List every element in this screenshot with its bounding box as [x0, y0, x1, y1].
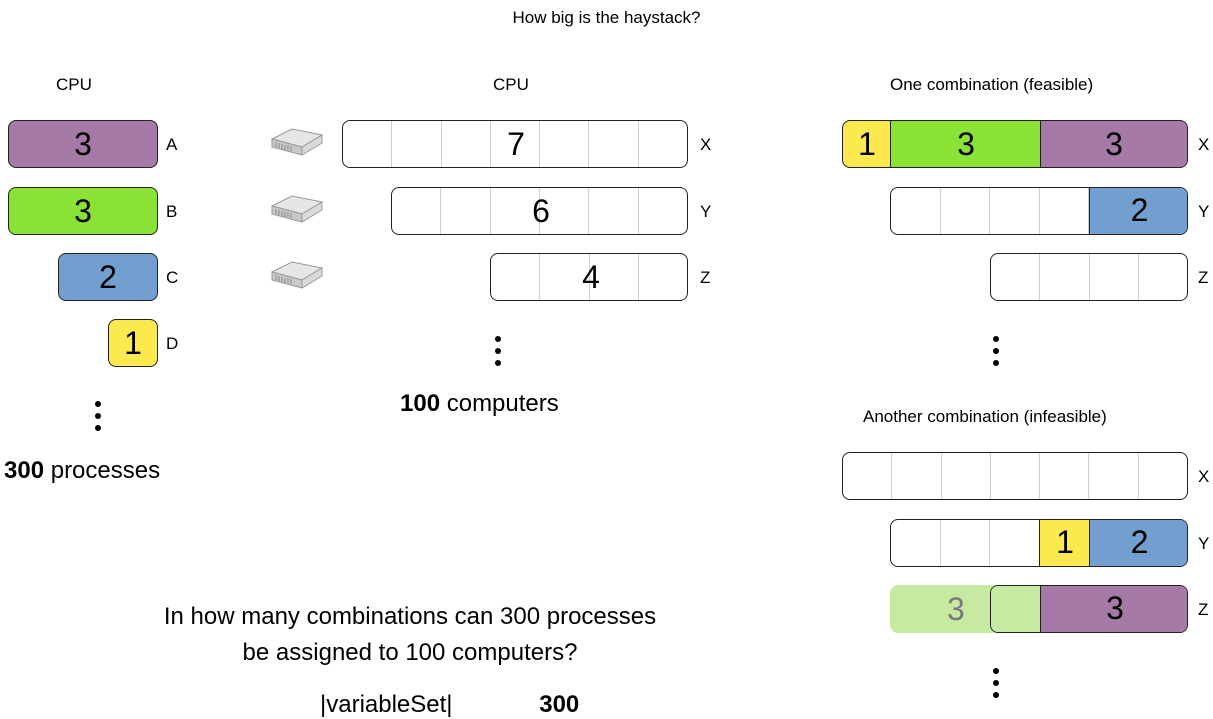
- question-line-2: be assigned to 100 computers?: [242, 639, 578, 666]
- infeasible-z-part-2-value: 3: [1106, 590, 1124, 626]
- process-c-value: 2: [99, 258, 117, 295]
- computer-x-bar: 7: [342, 120, 688, 168]
- computer-y-bar: 6: [391, 187, 688, 235]
- feasible-header: One combination (feasible): [890, 75, 1094, 94]
- feasible-more-dots: [993, 336, 999, 372]
- formula-partial: |variableSet| 300: [320, 691, 579, 719]
- computer-z-label: Z: [700, 268, 711, 287]
- server-icon: [271, 261, 323, 289]
- infeasible-y-bar: 1 2: [890, 519, 1188, 567]
- process-c: 2: [58, 253, 158, 301]
- process-b-label: B: [166, 202, 178, 221]
- computer-y-capacity: 6: [532, 192, 550, 229]
- processes-count: 300 processes: [4, 457, 160, 485]
- computer-x-label: X: [700, 135, 712, 154]
- feasible-x-part-3-value: 3: [1105, 125, 1123, 162]
- feasible-y-part-1-value: 2: [1130, 192, 1149, 228]
- process-b: 3: [8, 187, 158, 235]
- infeasible-x-bar: [842, 452, 1188, 500]
- feasible-y-label: Y: [1198, 202, 1210, 221]
- question-line-1: In how many combinations can 300 process…: [163, 603, 657, 630]
- feasible-x-label: X: [1198, 135, 1210, 154]
- infeasible-y-part-1: 1: [1039, 520, 1091, 566]
- feasible-y-part-1: 2: [1089, 188, 1187, 234]
- infeasible-y-part-2: 2: [1089, 520, 1187, 566]
- computer-x-capacity: 7: [507, 125, 525, 162]
- infeasible-z-label: Z: [1198, 600, 1209, 619]
- formula-variable-set: |variableSet|: [320, 691, 453, 718]
- processes-header: CPU: [56, 75, 92, 94]
- formula-number: 300: [539, 691, 580, 718]
- feasible-x-part-2: 3: [890, 120, 1042, 168]
- infeasible-y-label: Y: [1198, 534, 1210, 553]
- feasible-x-part-2-value: 3: [957, 125, 975, 162]
- diagram-title: How big is the haystack?: [512, 8, 701, 27]
- computer-y-label: Y: [700, 202, 712, 221]
- infeasible-header: Another combination (infeasible): [863, 407, 1107, 426]
- feasible-x-part-1: 1: [842, 120, 892, 168]
- computers-count: 100 computers: [400, 390, 559, 418]
- processes-count-number: 300: [4, 457, 45, 484]
- processes-more-dots: [95, 401, 101, 437]
- computer-z-capacity: 4: [582, 258, 600, 295]
- infeasible-more-dots: [993, 668, 999, 704]
- processes-count-label: processes: [50, 457, 161, 484]
- infeasible-x-label: X: [1198, 467, 1210, 486]
- infeasible-z-part-1-value: 3: [947, 590, 965, 627]
- process-d-label: D: [166, 334, 179, 353]
- computers-count-label: computers: [446, 390, 559, 417]
- infeasible-y-part-1-value: 1: [1056, 524, 1074, 560]
- computers-more-dots: [495, 336, 501, 372]
- process-a-label: A: [166, 135, 178, 154]
- process-a: 3: [8, 120, 158, 168]
- process-c-label: C: [166, 268, 179, 287]
- feasible-y-bar: 2: [890, 187, 1188, 235]
- process-d-value: 1: [124, 324, 142, 361]
- process-a-value: 3: [74, 125, 92, 162]
- process-b-value: 3: [74, 192, 92, 229]
- feasible-x-part-3: 3: [1040, 120, 1188, 168]
- infeasible-z-green-fill: [991, 586, 1041, 632]
- infeasible-z-bar: 3: [990, 585, 1188, 633]
- server-icon: [271, 128, 323, 156]
- computers-header: CPU: [493, 75, 529, 94]
- feasible-x-part-1-value: 1: [858, 125, 876, 162]
- process-d: 1: [108, 319, 158, 367]
- feasible-z-bar: [990, 253, 1188, 301]
- infeasible-z-part-2: 3: [1040, 586, 1187, 632]
- computer-z-bar: 4: [490, 253, 688, 301]
- feasible-z-label: Z: [1198, 268, 1209, 287]
- computers-count-number: 100: [400, 390, 441, 417]
- infeasible-y-part-2-value: 2: [1130, 524, 1149, 560]
- server-icon: [271, 195, 323, 223]
